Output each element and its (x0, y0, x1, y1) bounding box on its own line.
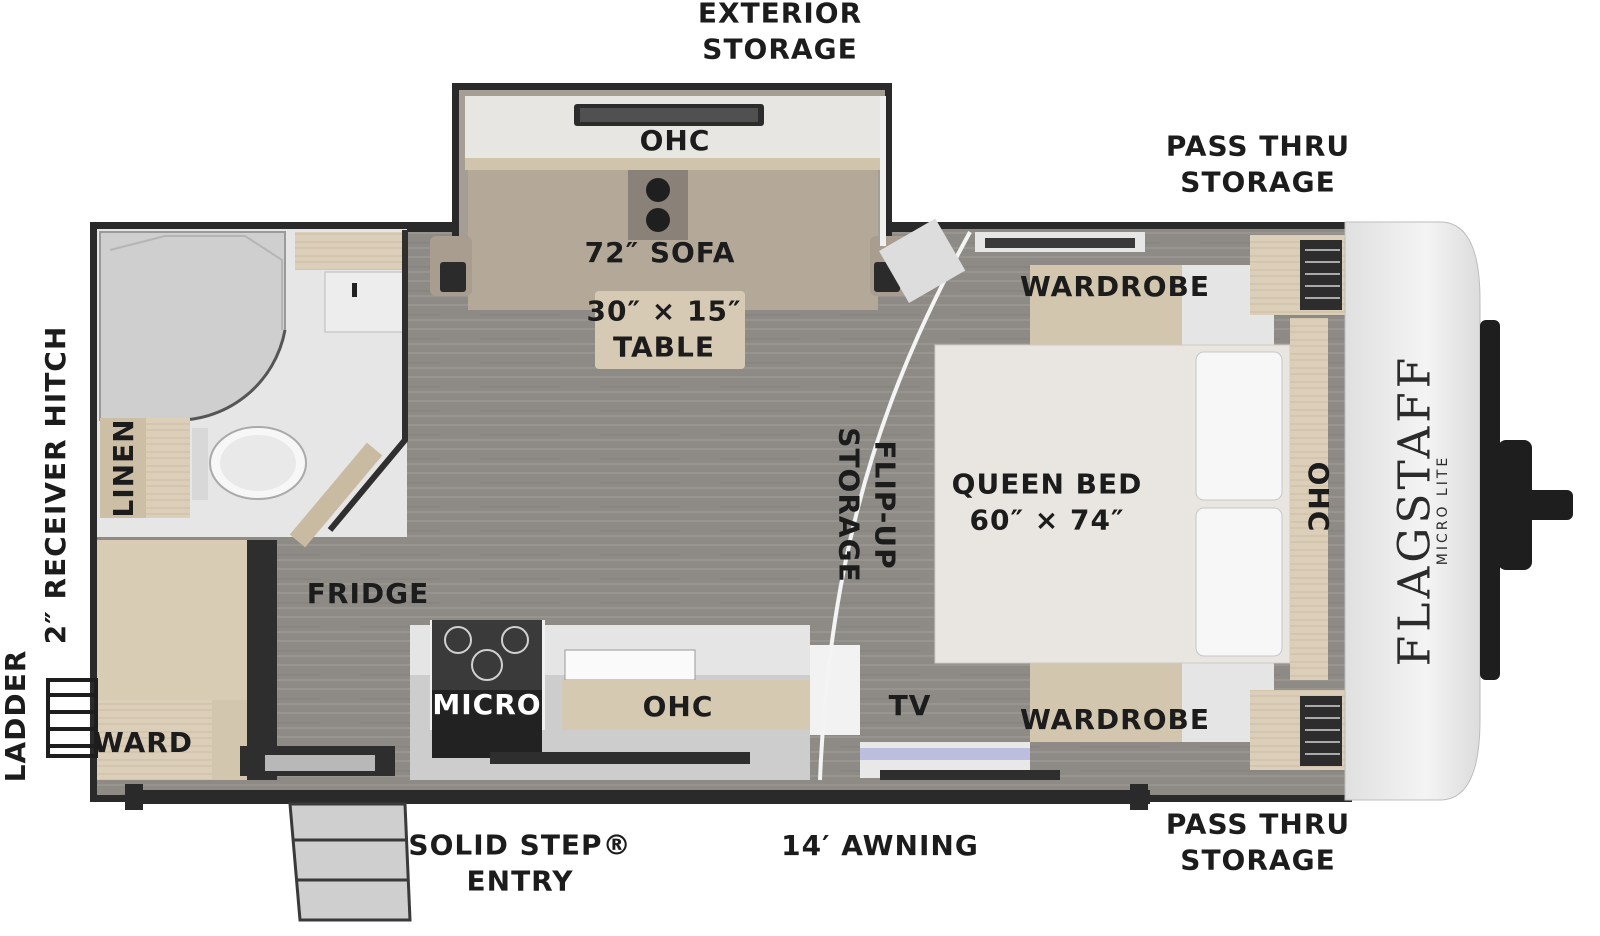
ohc-slide-label: OHC (639, 123, 711, 157)
receiver-hitch-label: 2″ RECEIVER HITCH (38, 325, 72, 645)
ward-label: WARD (92, 725, 194, 759)
rear-wardrobe (97, 540, 277, 780)
awning-bar (125, 784, 1150, 810)
ladder-graphic (46, 678, 98, 758)
bathroom (97, 229, 408, 548)
ladder-label: LADDER (0, 649, 32, 783)
sofa-label: 72″ SOFA (584, 235, 736, 269)
galley (240, 620, 860, 780)
ohc-kitchen-label: OHC (642, 689, 714, 723)
awning-label: 14′ AWNING (781, 828, 979, 862)
ohc-front-label: OHC (1302, 461, 1336, 533)
slide-room (430, 96, 912, 369)
front-cap (1344, 221, 1573, 801)
entry-steps (288, 802, 412, 922)
micro-lite-logo: MICRO LITE (1435, 454, 1451, 566)
micro-label: MICRO (432, 687, 542, 721)
wardrobe-bottom-label: WARDROBE (1020, 702, 1210, 736)
table-label: 30″ × 15″TABLE (586, 294, 742, 364)
tv-label: TV (888, 688, 932, 722)
flagstaff-logo: FLAGSTAFF (1389, 353, 1441, 667)
solid-step-entry-label: SOLID STEP®ENTRY (408, 828, 632, 898)
fridge-label: FRIDGE (306, 576, 430, 610)
linen-label: LINEN (106, 418, 140, 518)
bedroom (818, 218, 1350, 781)
wardrobe-top-label: WARDROBE (1020, 269, 1210, 303)
